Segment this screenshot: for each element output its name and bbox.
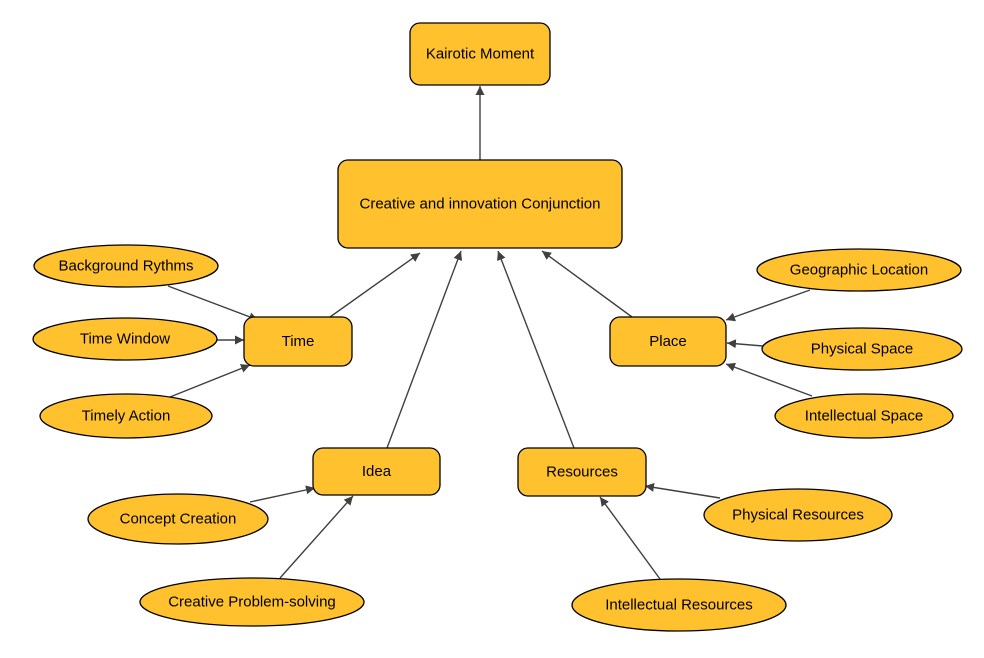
node-concept-creation-shape [87,493,269,545]
node-intellectual-space-label: Intellectual Space [805,408,923,425]
node-concept-creation-label: Concept Creation [120,511,237,528]
node-time-shape [243,316,353,367]
node-time-window: Time Window [32,317,218,361]
node-idea-shape [312,447,441,496]
edge-physical-space-to-place [726,339,764,349]
node-intellectual-space-shape [774,393,954,439]
node-place-label: Place [649,333,687,350]
node-intellectual-resources: Intellectual Resources [571,578,787,632]
edge-geographic-location-to-place [725,289,811,322]
node-time-window-label: Time Window [80,331,170,348]
node-conjunction-shape [337,159,623,249]
edge-physical-resources-to-resources [644,482,721,499]
node-resources: Resources [517,447,647,497]
node-creative-problem-solving: Creative Problem-solving [139,577,365,627]
edges-layer [167,86,813,580]
edge-intellectual-resources-to-resources [599,496,661,580]
node-timely-action-label: Timely Action [82,408,171,425]
node-place: Place [609,316,727,367]
node-time-label: Time [282,333,315,350]
edge-intellectual-space-to-place [725,362,813,397]
node-intellectual-resources-label: Intellectual Resources [605,597,753,614]
edge-idea-to-conjunction [386,250,463,449]
node-idea: Idea [312,447,441,496]
edge-creative-problem-solving-to-idea [279,495,354,579]
node-timely-action: Timely Action [39,393,213,439]
node-time-window-shape [32,317,218,361]
node-physical-resources: Physical Resources [703,488,893,542]
edge-place-to-conjunction [541,250,633,318]
node-conjunction-label: Creative and innovation Conjunction [360,196,601,213]
node-geographic-location-shape [756,248,962,292]
node-place-shape [609,316,727,367]
node-physical-resources-label: Physical Resources [732,507,864,524]
node-geographic-location: Geographic Location [756,248,962,292]
node-intellectual-resources-shape [571,578,787,632]
edge-timely-action-to-time [169,364,251,398]
edge-concept-creation-to-idea [249,485,316,503]
node-timely-action-shape [39,393,213,439]
node-physical-space-label: Physical Space [811,341,914,358]
node-background-rythms-label: Background Rythms [58,258,193,275]
node-physical-space-shape [761,327,963,371]
node-time: Time [243,316,353,367]
node-concept-creation: Concept Creation [87,493,269,545]
node-conjunction: Creative and innovation Conjunction [337,159,623,249]
node-kairotic: Kairotic Moment [409,22,551,86]
node-background-rythms-shape [33,244,219,288]
node-idea-label: Idea [362,463,392,480]
node-creative-problem-solving-label: Creative Problem-solving [168,594,336,611]
node-geographic-location-label: Geographic Location [790,262,928,279]
node-kairotic-shape [409,22,551,86]
node-kairotic-label: Kairotic Moment [426,46,535,63]
node-creative-problem-solving-shape [139,577,365,627]
node-physical-resources-shape [703,488,893,542]
edge-resources-to-conjunction [497,250,575,449]
node-physical-space: Physical Space [761,327,963,371]
node-background-rythms: Background Rythms [33,244,219,288]
node-resources-shape [517,447,647,497]
edge-time-to-conjunction [329,252,421,318]
edge-background-rythms-to-time [167,285,259,322]
node-intellectual-space: Intellectual Space [774,393,954,439]
node-resources-label: Resources [546,464,618,481]
